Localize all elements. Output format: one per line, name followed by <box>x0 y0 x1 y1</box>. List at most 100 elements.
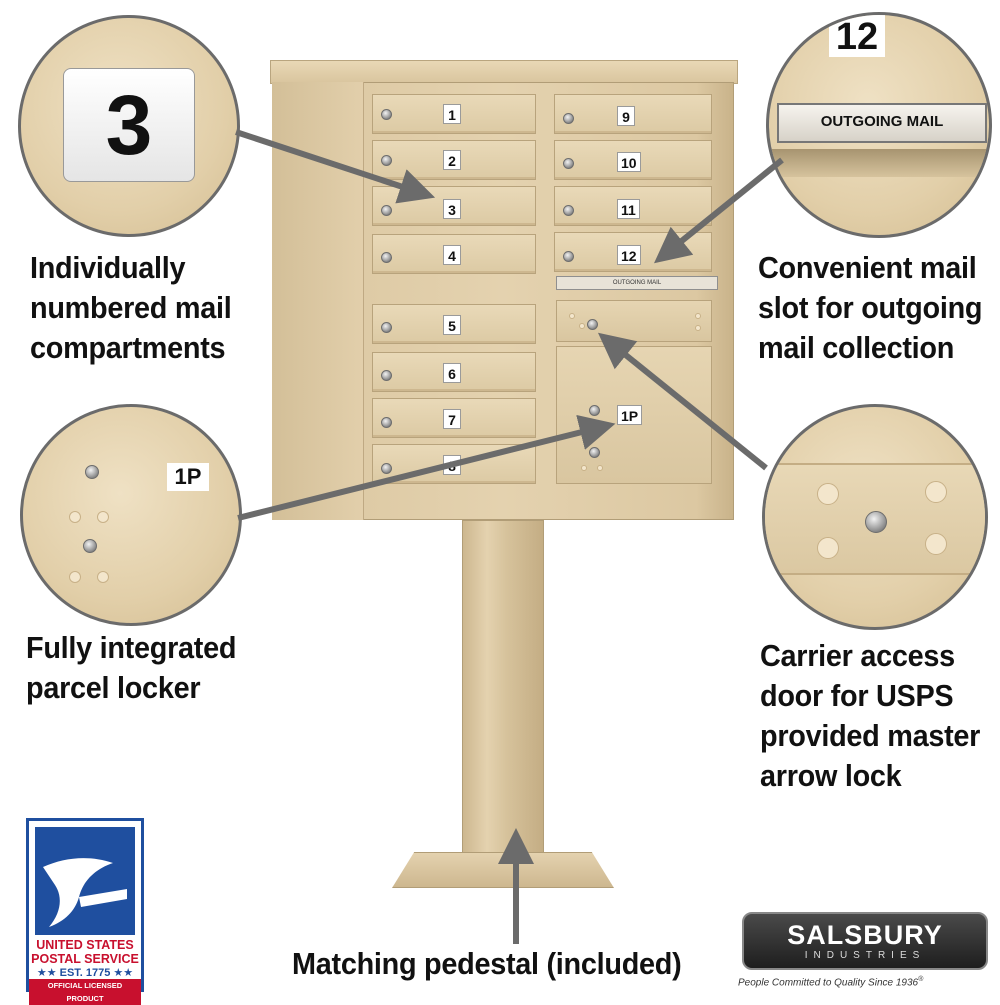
rivet <box>597 465 603 471</box>
lock-icon <box>381 109 392 120</box>
salsbury-sub: INDUSTRIES <box>804 950 926 961</box>
callout-carrier-door: Carrier access door for USPS provided ma… <box>760 636 980 796</box>
door-number: 7 <box>443 409 461 429</box>
rivet <box>695 325 701 331</box>
callout-line: compartments <box>30 330 226 365</box>
door-number: 1 <box>443 104 461 124</box>
carrier-access-door[interactable] <box>556 300 712 342</box>
parcel-locker-door[interactable]: 1P <box>556 346 712 484</box>
slot-shadow <box>769 149 989 177</box>
salsbury-tagline: People Committed to Quality Since 1936® <box>738 976 998 988</box>
door-number: 6 <box>443 363 461 383</box>
mail-door-10[interactable]: 10 <box>554 140 712 180</box>
callout-outgoing-slot: Convenient mail slot for outgoing mail c… <box>758 248 983 368</box>
zoom-compartment-number: 3 <box>18 15 240 237</box>
lock-icon <box>381 155 392 166</box>
callout-line: slot for outgoing <box>758 290 983 325</box>
parcel-number: 1P <box>617 405 643 425</box>
door-number: 8 <box>443 455 461 475</box>
lock-icon <box>563 113 574 124</box>
lock-icon <box>381 205 392 216</box>
usps-line-2: POSTAL SERVICE <box>31 952 139 966</box>
callout-pedestal: Matching pedestal (included) <box>292 946 682 981</box>
zoom-parcel-locker: 1P <box>20 404 242 626</box>
rivet <box>925 533 947 555</box>
door-number: 5 <box>443 315 461 335</box>
mail-door-6[interactable]: 6 <box>372 352 536 392</box>
parcel-tag: 1P <box>167 463 209 491</box>
usps-line-4: OFFICIAL LICENSED PRODUCT <box>29 979 141 1005</box>
rivet <box>817 537 839 559</box>
lock-icon <box>381 417 392 428</box>
box-number-tag: 12 <box>829 15 885 58</box>
lock-icon <box>563 158 574 169</box>
callout-parcel-locker: Fully integrated parcel locker <box>26 628 236 708</box>
lock-icon <box>381 370 392 381</box>
lock-icon <box>563 251 574 262</box>
arrow-lock-icon <box>865 511 887 533</box>
mail-door-4[interactable]: 4 <box>372 234 536 274</box>
eagle-emblem <box>35 827 135 935</box>
pedestal-post <box>462 520 544 860</box>
rivet <box>695 313 701 319</box>
lock-icon <box>83 539 97 553</box>
salsbury-name: SALSBURY <box>787 920 943 950</box>
lock-icon <box>381 322 392 333</box>
outgoing-mail-label: OUTGOING MAIL <box>820 113 944 130</box>
lock-icon <box>381 252 392 263</box>
callout-line: door for USPS <box>760 678 954 713</box>
rivet <box>579 323 585 329</box>
rivet <box>69 511 81 523</box>
usps-line-3: ★★ EST. 1775 ★★ <box>36 967 134 979</box>
eagle-icon <box>43 858 127 927</box>
mail-door-8[interactable]: 8 <box>372 444 536 484</box>
mail-door-9[interactable]: 9 <box>554 94 712 134</box>
callout-line: numbered mail <box>30 290 232 325</box>
door-number: 2 <box>443 150 461 170</box>
lock-icon <box>85 465 99 479</box>
rivet <box>817 483 839 505</box>
lock-icon <box>589 447 600 458</box>
compartment-number-large: 3 <box>105 78 153 172</box>
callout-line: mail collection <box>758 330 955 365</box>
lock-icon <box>381 463 392 474</box>
zoom-outgoing-mail: 12 OUTGOING MAIL <box>766 12 992 238</box>
rivet <box>97 571 109 583</box>
rivet <box>925 481 947 503</box>
usps-line-1: UNITED STATES <box>36 938 134 952</box>
rivet <box>581 465 587 471</box>
usps-licensed-logo: UNITED STATES POSTAL SERVICE ★★ EST. 177… <box>26 818 144 1005</box>
mail-door-5[interactable]: 5 <box>372 304 536 344</box>
outgoing-mail-slot[interactable]: OUTGOING MAIL <box>556 276 718 290</box>
callout-line: parcel locker <box>26 670 201 705</box>
tagline-text: People Committed to Quality Since 1936 <box>738 977 919 989</box>
mail-door-7[interactable]: 7 <box>372 398 536 438</box>
callout-line: arrow lock <box>760 758 902 793</box>
rivet <box>569 313 575 319</box>
door-number: 9 <box>617 106 635 126</box>
callout-line: Carrier access <box>760 638 955 673</box>
lock-icon <box>563 205 574 216</box>
door-number: 12 <box>617 245 641 265</box>
rivet <box>97 511 109 523</box>
door-number: 11 <box>617 199 640 219</box>
callout-line: Convenient mail <box>758 250 977 285</box>
callout-line: Fully integrated <box>26 630 237 665</box>
door-number: 3 <box>443 199 461 219</box>
outgoing-mail-plate: OUTGOING MAIL <box>777 103 987 143</box>
mail-door-11[interactable]: 11 <box>554 186 712 226</box>
callout-line: provided master <box>760 718 981 753</box>
mail-door-12[interactable]: 12 <box>554 232 712 272</box>
door-number: 4 <box>443 245 461 265</box>
door-number: 10 <box>617 152 641 172</box>
zoom-carrier-lock <box>762 404 988 630</box>
mail-door-2[interactable]: 2 <box>372 140 536 180</box>
rivet <box>69 571 81 583</box>
lock-icon <box>589 405 600 416</box>
callout-compartments: Individually numbered mail compartments <box>30 248 232 368</box>
mail-door-3[interactable]: 3 <box>372 186 536 226</box>
mailbox-side-panel <box>272 82 364 520</box>
callout-line: Individually <box>30 250 186 285</box>
mail-door-1[interactable]: 1 <box>372 94 536 134</box>
number-plate: 3 <box>63 68 195 182</box>
